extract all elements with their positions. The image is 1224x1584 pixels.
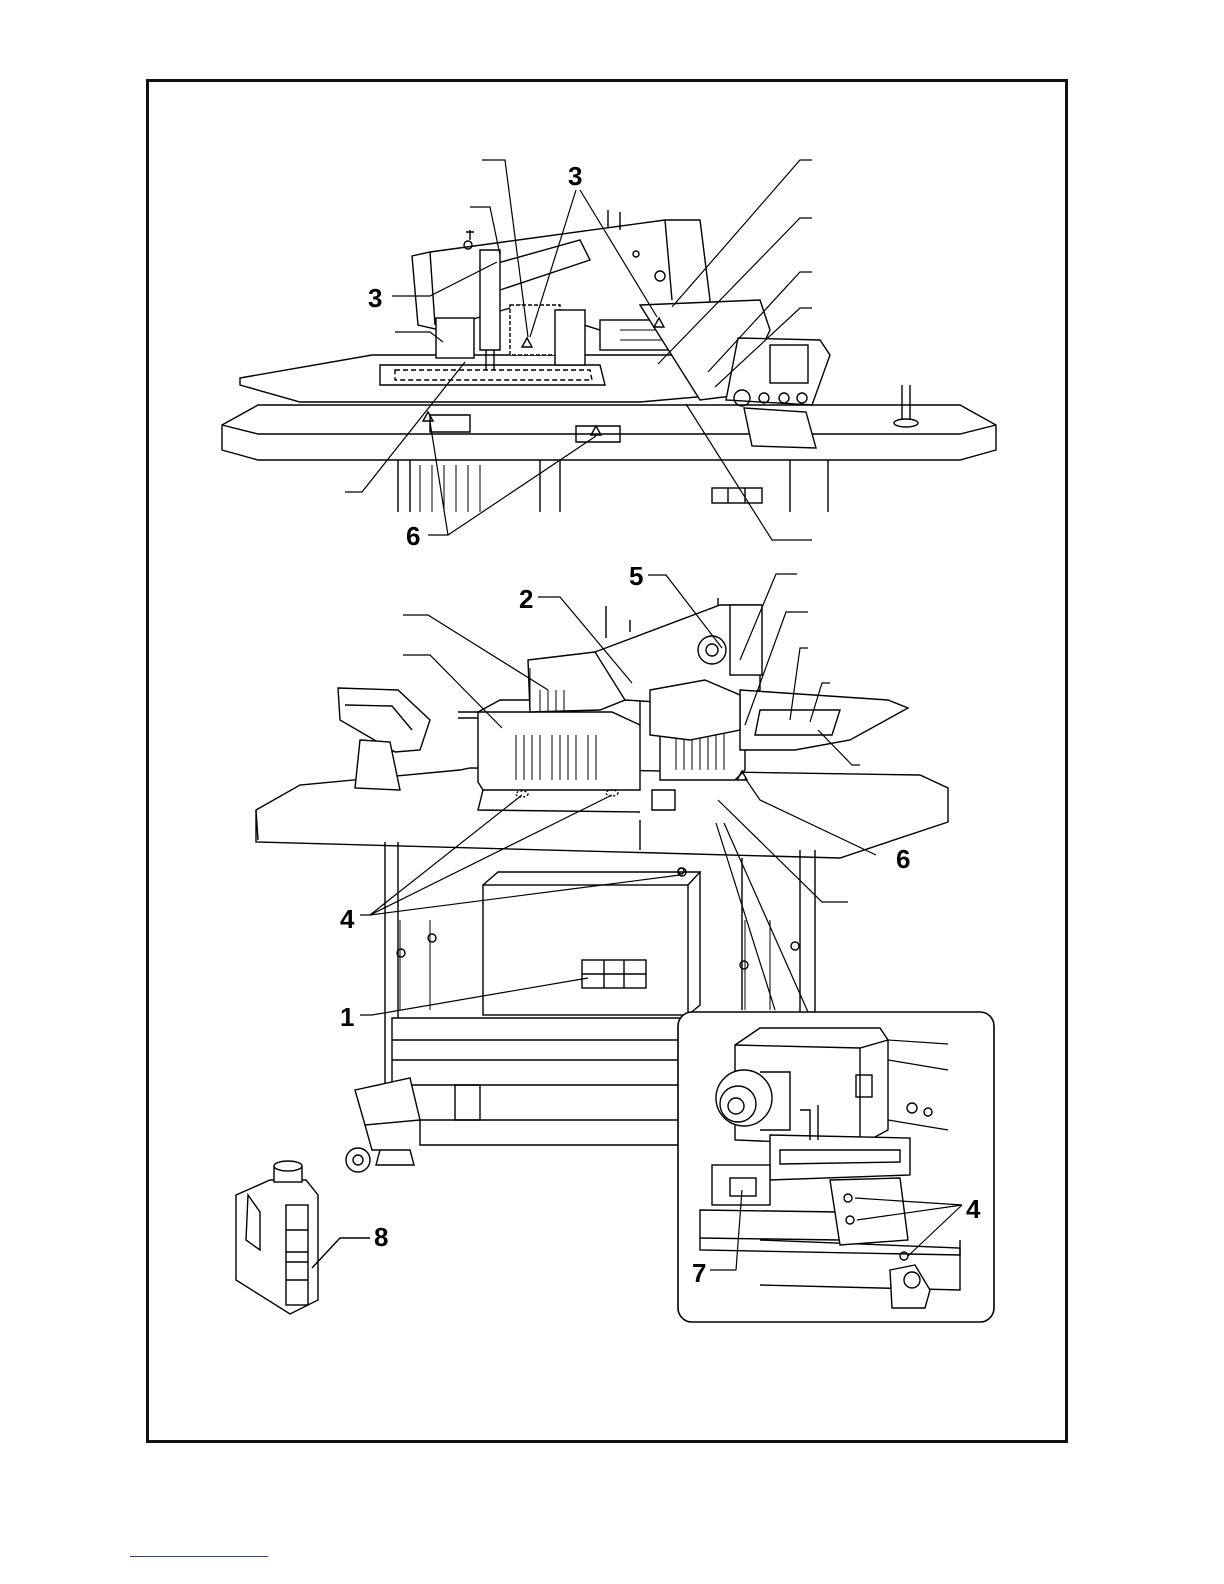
callout-7: 7 bbox=[692, 1258, 706, 1288]
callout-5: 5 bbox=[629, 561, 643, 591]
callout-1: 1 bbox=[340, 1002, 354, 1032]
callout-8: 8 bbox=[374, 1222, 388, 1252]
footer-rule bbox=[130, 1556, 268, 1557]
oil-bottle-illustration bbox=[236, 1161, 370, 1314]
callout-3-top: 3 bbox=[568, 161, 582, 191]
callout-6-top: 6 bbox=[406, 521, 420, 551]
callout-4-middle: 4 bbox=[340, 904, 355, 934]
callout-2: 2 bbox=[519, 584, 533, 614]
callout-4-inset: 4 bbox=[966, 1194, 981, 1224]
top-machine-illustration bbox=[222, 210, 996, 512]
callout-6-middle: 6 bbox=[896, 844, 910, 874]
callout-3-left: 3 bbox=[368, 283, 382, 313]
inset-detail bbox=[678, 1012, 994, 1322]
